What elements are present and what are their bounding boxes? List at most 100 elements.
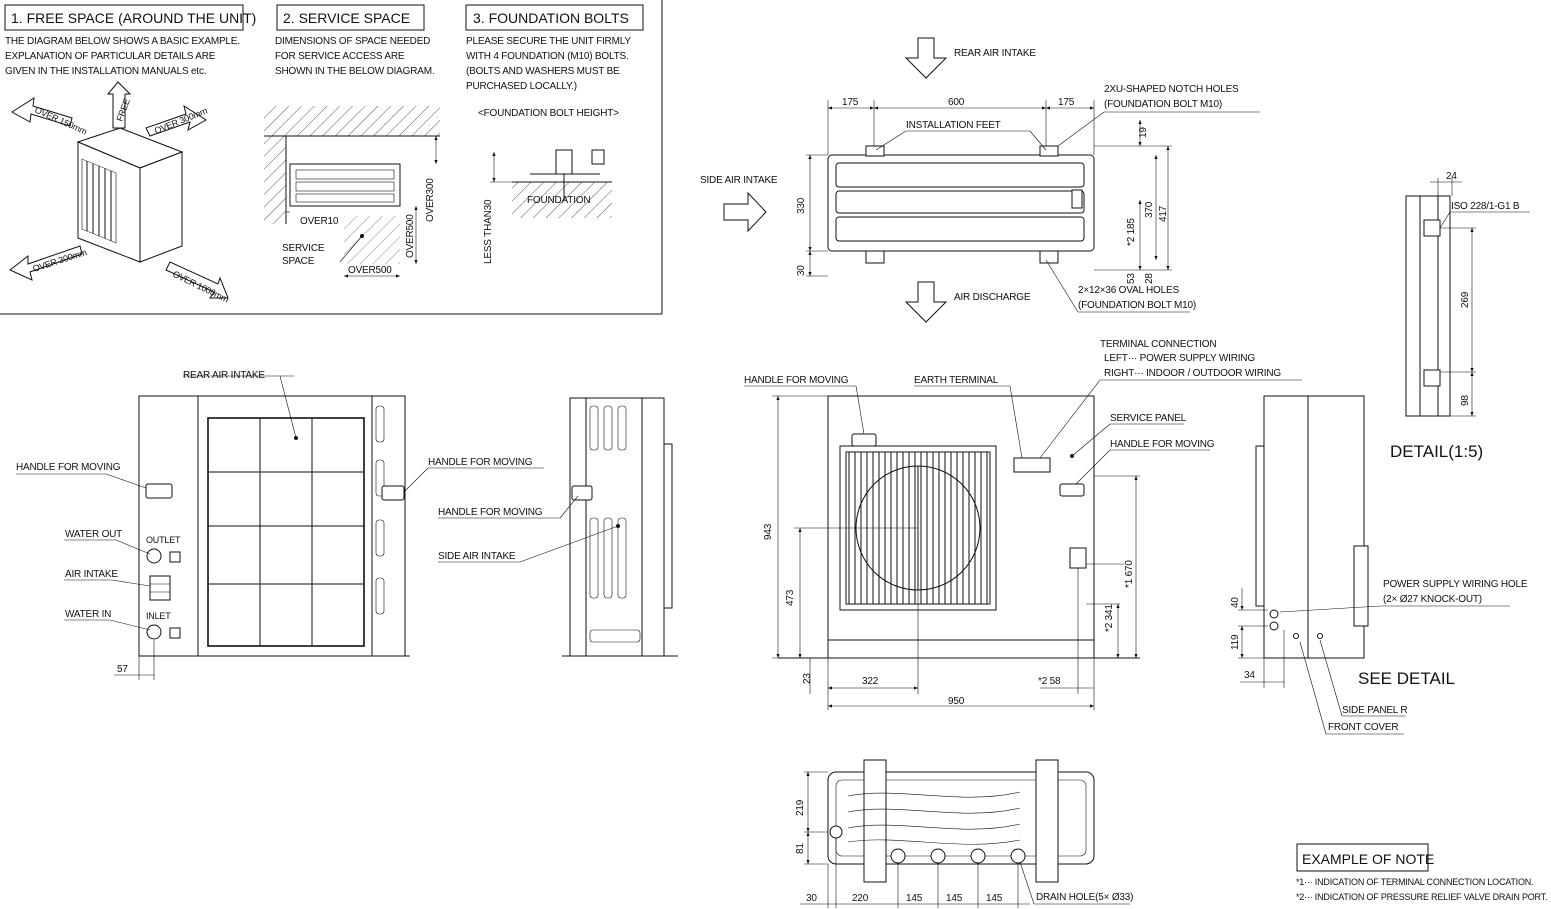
dim-943: 943 xyxy=(763,523,774,540)
isometric-unit-sketch: OVER 150mm FREE OVER 300mm OVER 300mm OV… xyxy=(9,81,230,304)
handle-label-side-2: HANDLE FOR MOVING xyxy=(438,507,543,518)
dim-219: 219 xyxy=(795,799,806,816)
dim-269: 269 xyxy=(1460,291,1471,308)
bolt-height-subtitle: <FOUNDATION BOLT HEIGHT> xyxy=(478,108,619,119)
dim-341: *2 341 xyxy=(1104,604,1115,632)
installation-notes-panel: 1. FREE SPACE (AROUND THE UNIT) THE DIAG… xyxy=(0,0,663,315)
handle-label-front-right: HANDLE FOR MOVING xyxy=(1110,439,1215,450)
dim-145-c: 145 xyxy=(986,893,1003,904)
dim-119: 119 xyxy=(1230,634,1241,650)
terminal-label-3: RIGHT··· INDOOR / OUTDOOR WIRING xyxy=(1104,368,1281,379)
earth-terminal-label: EARTH TERMINAL xyxy=(914,375,999,386)
dim-98: 98 xyxy=(1460,395,1471,406)
dim-417: 417 xyxy=(1158,205,1169,222)
note-1: *1··· INDICATION OF TERMINAL CONNECTION … xyxy=(1296,877,1533,887)
dim-34: 34 xyxy=(1244,670,1255,681)
dim-175-a: 175 xyxy=(842,97,859,108)
side-panel-label: SIDE PANEL R xyxy=(1342,705,1407,716)
service-space-title: 2. SERVICE SPACE xyxy=(283,10,410,26)
dim-28: 28 xyxy=(1144,273,1155,284)
right-view: 40 119 34 POWER SUPPLY WIRING HOLE (2× Ø… xyxy=(1230,395,1528,735)
service-space-diagram: OVER10 SERVICE SPACE OVER500 OVER500 OVE… xyxy=(264,106,440,278)
foundation-bolts-title-box xyxy=(465,4,644,31)
outlet-label: OUTLET xyxy=(146,535,181,545)
power-hole-label-2: (2× Ø27 KNOCK-OUT) xyxy=(1383,594,1482,605)
installation-feet-label: INSTALLATION FEET xyxy=(906,120,1001,131)
notes-title: EXAMPLE OF NOTE xyxy=(1302,851,1434,867)
notch-holes-label-2: (FOUNDATION BOLT M10) xyxy=(1104,99,1222,110)
water-in-label: WATER IN xyxy=(65,609,111,620)
foundation-bolt-diagram: FOUNDATION LESS THAN30 xyxy=(483,149,612,264)
top-view: REAR AIR INTAKE SIDE AIR INTAKE AIR DISC… xyxy=(700,37,1260,323)
service-space-line-1: DIMENSIONS OF SPACE NEEDED xyxy=(275,36,430,47)
service-panel-label: SERVICE PANEL xyxy=(1110,413,1187,424)
handle-label-rear: HANDLE FOR MOVING xyxy=(16,462,121,473)
water-out-label: WATER OUT xyxy=(65,529,122,540)
see-detail-label: SEE DETAIL xyxy=(1358,669,1455,688)
bottom-view-body xyxy=(827,771,1095,865)
over500-v-label: OVER500 xyxy=(405,214,416,258)
handle-label-side-1: HANDLE FOR MOVING xyxy=(428,457,533,468)
bolts-line-3: (BOLTS AND WASHERS MUST BE xyxy=(466,66,620,77)
rear-air-intake-label: REAR AIR INTAKE xyxy=(183,370,265,381)
dim-185: *2 185 xyxy=(1126,218,1137,246)
dim-330: 330 xyxy=(796,197,807,214)
dim-19: 19 xyxy=(1138,127,1149,138)
dim-145-b: 145 xyxy=(946,893,963,904)
dim-950: 950 xyxy=(948,696,965,707)
service-label-1: SERVICE xyxy=(282,243,325,254)
terminal-label-1: TERMINAL CONNECTION xyxy=(1100,339,1216,350)
dim-24: 24 xyxy=(1446,171,1457,182)
notes-box: EXAMPLE OF NOTE *1··· INDICATION OF TERM… xyxy=(1296,843,1547,902)
free-space-title: 1. FREE SPACE (AROUND THE UNIT) xyxy=(11,10,256,26)
foundation-label: FOUNDATION xyxy=(527,195,590,206)
side-air-label: SIDE AIR INTAKE xyxy=(700,175,778,186)
side-air-arrow xyxy=(723,191,767,233)
side-view: HANDLE FOR MOVING HANDLE FOR MOVING SIDE… xyxy=(403,397,678,657)
dim-322: 322 xyxy=(862,676,879,687)
dim-81: 81 xyxy=(795,843,806,854)
free-space-line-1: THE DIAGRAM BELOW SHOWS A BASIC EXAMPLE. xyxy=(5,36,240,47)
service-space-line-3: SHOWN IN THE BELOW DIAGRAM. xyxy=(275,66,434,77)
dim-175-b: 175 xyxy=(1058,97,1075,108)
service-space-title-box xyxy=(276,4,425,31)
dim-23: 23 xyxy=(802,673,813,684)
dim-58: *2 58 xyxy=(1038,676,1061,687)
inlet-label: INLET xyxy=(146,611,171,621)
rear-air-arrow xyxy=(904,37,948,79)
handle-label-front: HANDLE FOR MOVING xyxy=(744,375,849,386)
over300-label: OVER300 xyxy=(425,178,436,222)
rear-view: OUTLET INLET REAR AIR INTAKE HANDLE FOR … xyxy=(16,370,410,680)
iso-label: ISO 228/1-G1 B xyxy=(1451,201,1520,212)
over10-label: OVER10 xyxy=(300,216,339,227)
dim-473: 473 xyxy=(785,589,796,606)
dim-30-bottom: 30 xyxy=(806,893,817,904)
dim-220: 220 xyxy=(852,893,869,904)
oval-holes-label-2: (FOUNDATION BOLT M10) xyxy=(1078,300,1196,311)
service-space-line-2: FOR SERVICE ACCESS ARE xyxy=(275,51,405,62)
detail-title: DETAIL(1:5) xyxy=(1390,442,1483,461)
dim-600: 600 xyxy=(948,97,965,108)
drain-hole-label: DRAIN HOLE(5× Ø33) xyxy=(1036,892,1133,903)
service-label-2: SPACE xyxy=(282,256,315,267)
notch-holes-label-1: 2XU-SHAPED NOTCH HOLES xyxy=(1104,84,1239,95)
foundation-bolts-title: 3. FOUNDATION BOLTS xyxy=(473,10,629,26)
dim-370: 370 xyxy=(1144,201,1155,218)
front-view: 943 473 23 322 950 *2 341 *1 670 *2 58 H… xyxy=(744,339,1302,710)
dim-40: 40 xyxy=(1230,597,1241,608)
free-space-line-3: GIVEN IN THE INSTALLATION MANUALS etc. xyxy=(5,66,206,77)
bolts-line-1: PLEASE SECURE THE UNIT FIRMLY xyxy=(466,36,631,47)
side-air-intake-side-label: SIDE AIR INTAKE xyxy=(438,551,516,562)
front-cover-label: FRONT COVER xyxy=(1328,722,1398,733)
discharge-arrow xyxy=(904,281,948,323)
note-2: *2··· INDICATION OF PRESSURE RELIEF VALV… xyxy=(1296,892,1547,902)
bottom-view: 219 81 30 220 145 145 145 DRAIN HOLE(5× … xyxy=(795,759,1133,908)
air-intake-label: AIR INTAKE xyxy=(65,569,118,580)
discharge-label: AIR DISCHARGE xyxy=(954,292,1031,303)
free-space-line-2: EXPLANATION OF PARTICULAR DETAILS ARE xyxy=(5,51,216,62)
arrow-label-1: OVER 150mm xyxy=(33,105,88,137)
less-than-label: LESS THAN30 xyxy=(483,199,494,264)
power-hole-label-1: POWER SUPPLY WIRING HOLE xyxy=(1383,579,1528,590)
dim-53: 53 xyxy=(1126,273,1137,284)
